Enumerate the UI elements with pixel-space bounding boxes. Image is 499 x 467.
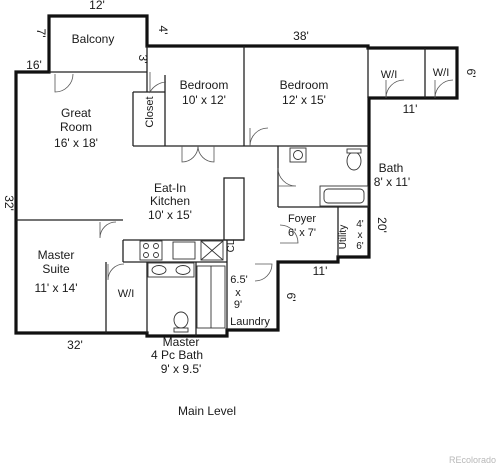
bedroom1-label: Bedroom [180,78,229,92]
dim-top-left: 16' [26,58,42,72]
dim-laundry-side: 6' [284,293,298,302]
master-bath-size: 9' x 9.5' [161,362,202,376]
great-room-label-1: Great [61,106,92,120]
watermark-credit: REcolorado [448,455,496,465]
kitchen-range [139,240,163,261]
plan-caption: Main Level [178,404,236,418]
foyer-size: 6' x 7' [288,227,316,239]
master-bath-label-2: 4 Pc Bath [151,348,203,362]
interior-walls [16,46,426,336]
great-room-size: 16' x 18' [54,136,98,150]
bath-toilet [346,151,362,171]
vanity-basin-left [151,265,167,275]
kitchen-label-1: Eat-In [154,181,186,195]
dim-bottom-width: 32' [67,338,83,352]
master-suite-label-2: Suite [42,262,70,276]
dim-foyer-step: 11' [313,264,328,278]
laundry-size-1: 6.5' [230,274,247,286]
cl-label: CL [226,239,237,252]
vanity-basin-right [175,265,191,275]
master-toilet [173,311,189,329]
room-labels: Balcony Great Room 16' x 18' Closet Bedr… [34,32,449,376]
wi-top-left-label: W/I [381,69,398,81]
utility-size-1: 4' [356,219,364,230]
utility-size-2: x [358,230,363,241]
foyer-label: Foyer [288,213,316,225]
dim-left-height: 32' [2,195,16,211]
dim-bath-side: 20' [375,217,389,233]
bedroom2-size: 12' x 15' [282,93,326,107]
bath-label: Bath [379,161,404,175]
balcony-label: Balcony [72,32,115,46]
dim-right-step: 11' [403,102,418,116]
kitchen-size: 10' x 15' [148,208,192,222]
bedroom2-label: Bedroom [280,78,329,92]
master-suite-label-1: Master [38,248,75,262]
utility-size-3: 6' [356,241,364,252]
dim-balcony-right: 4' [156,26,170,35]
laundry-label: Laundry [230,316,270,328]
exterior-walls [14,14,459,338]
laundry-size-2: x [235,287,241,299]
kitchen-label-2: Kitchen [150,194,190,208]
dim-balcony-step: 3' [136,55,150,64]
kitchen-sink [172,241,196,260]
bath-toilet-tank [346,148,362,154]
bath-tub-inner [323,188,365,204]
wi-master-label: W/I [118,288,135,300]
utility-label: Utility [338,225,349,249]
master-bath-label-1: Master [163,335,200,349]
bath-size: 8' x 11' [374,175,410,189]
master-toilet-tank [173,327,189,333]
wi-top-right-label: W/I [433,67,450,79]
dim-right-top: 6' [464,69,478,78]
dim-top-width: 38' [293,29,309,43]
great-room-label-2: Room [60,120,92,134]
fixtures [139,147,369,333]
laundry-size-3: 9' [234,299,242,311]
dim-balcony-depth: 7' [34,29,48,38]
bath-sink-basin [293,150,303,160]
bedroom1-size: 10' x 12' [182,93,226,107]
closet-label: Closet [144,96,156,127]
dimension-labels: 12' 7' 4' 3' 16' 38' 6' 11' 20' 11' 6' 3… [2,0,478,352]
doors [54,72,454,282]
master-suite-size: 11' x 14' [34,281,77,295]
dim-balcony-width: 12' [89,0,105,12]
